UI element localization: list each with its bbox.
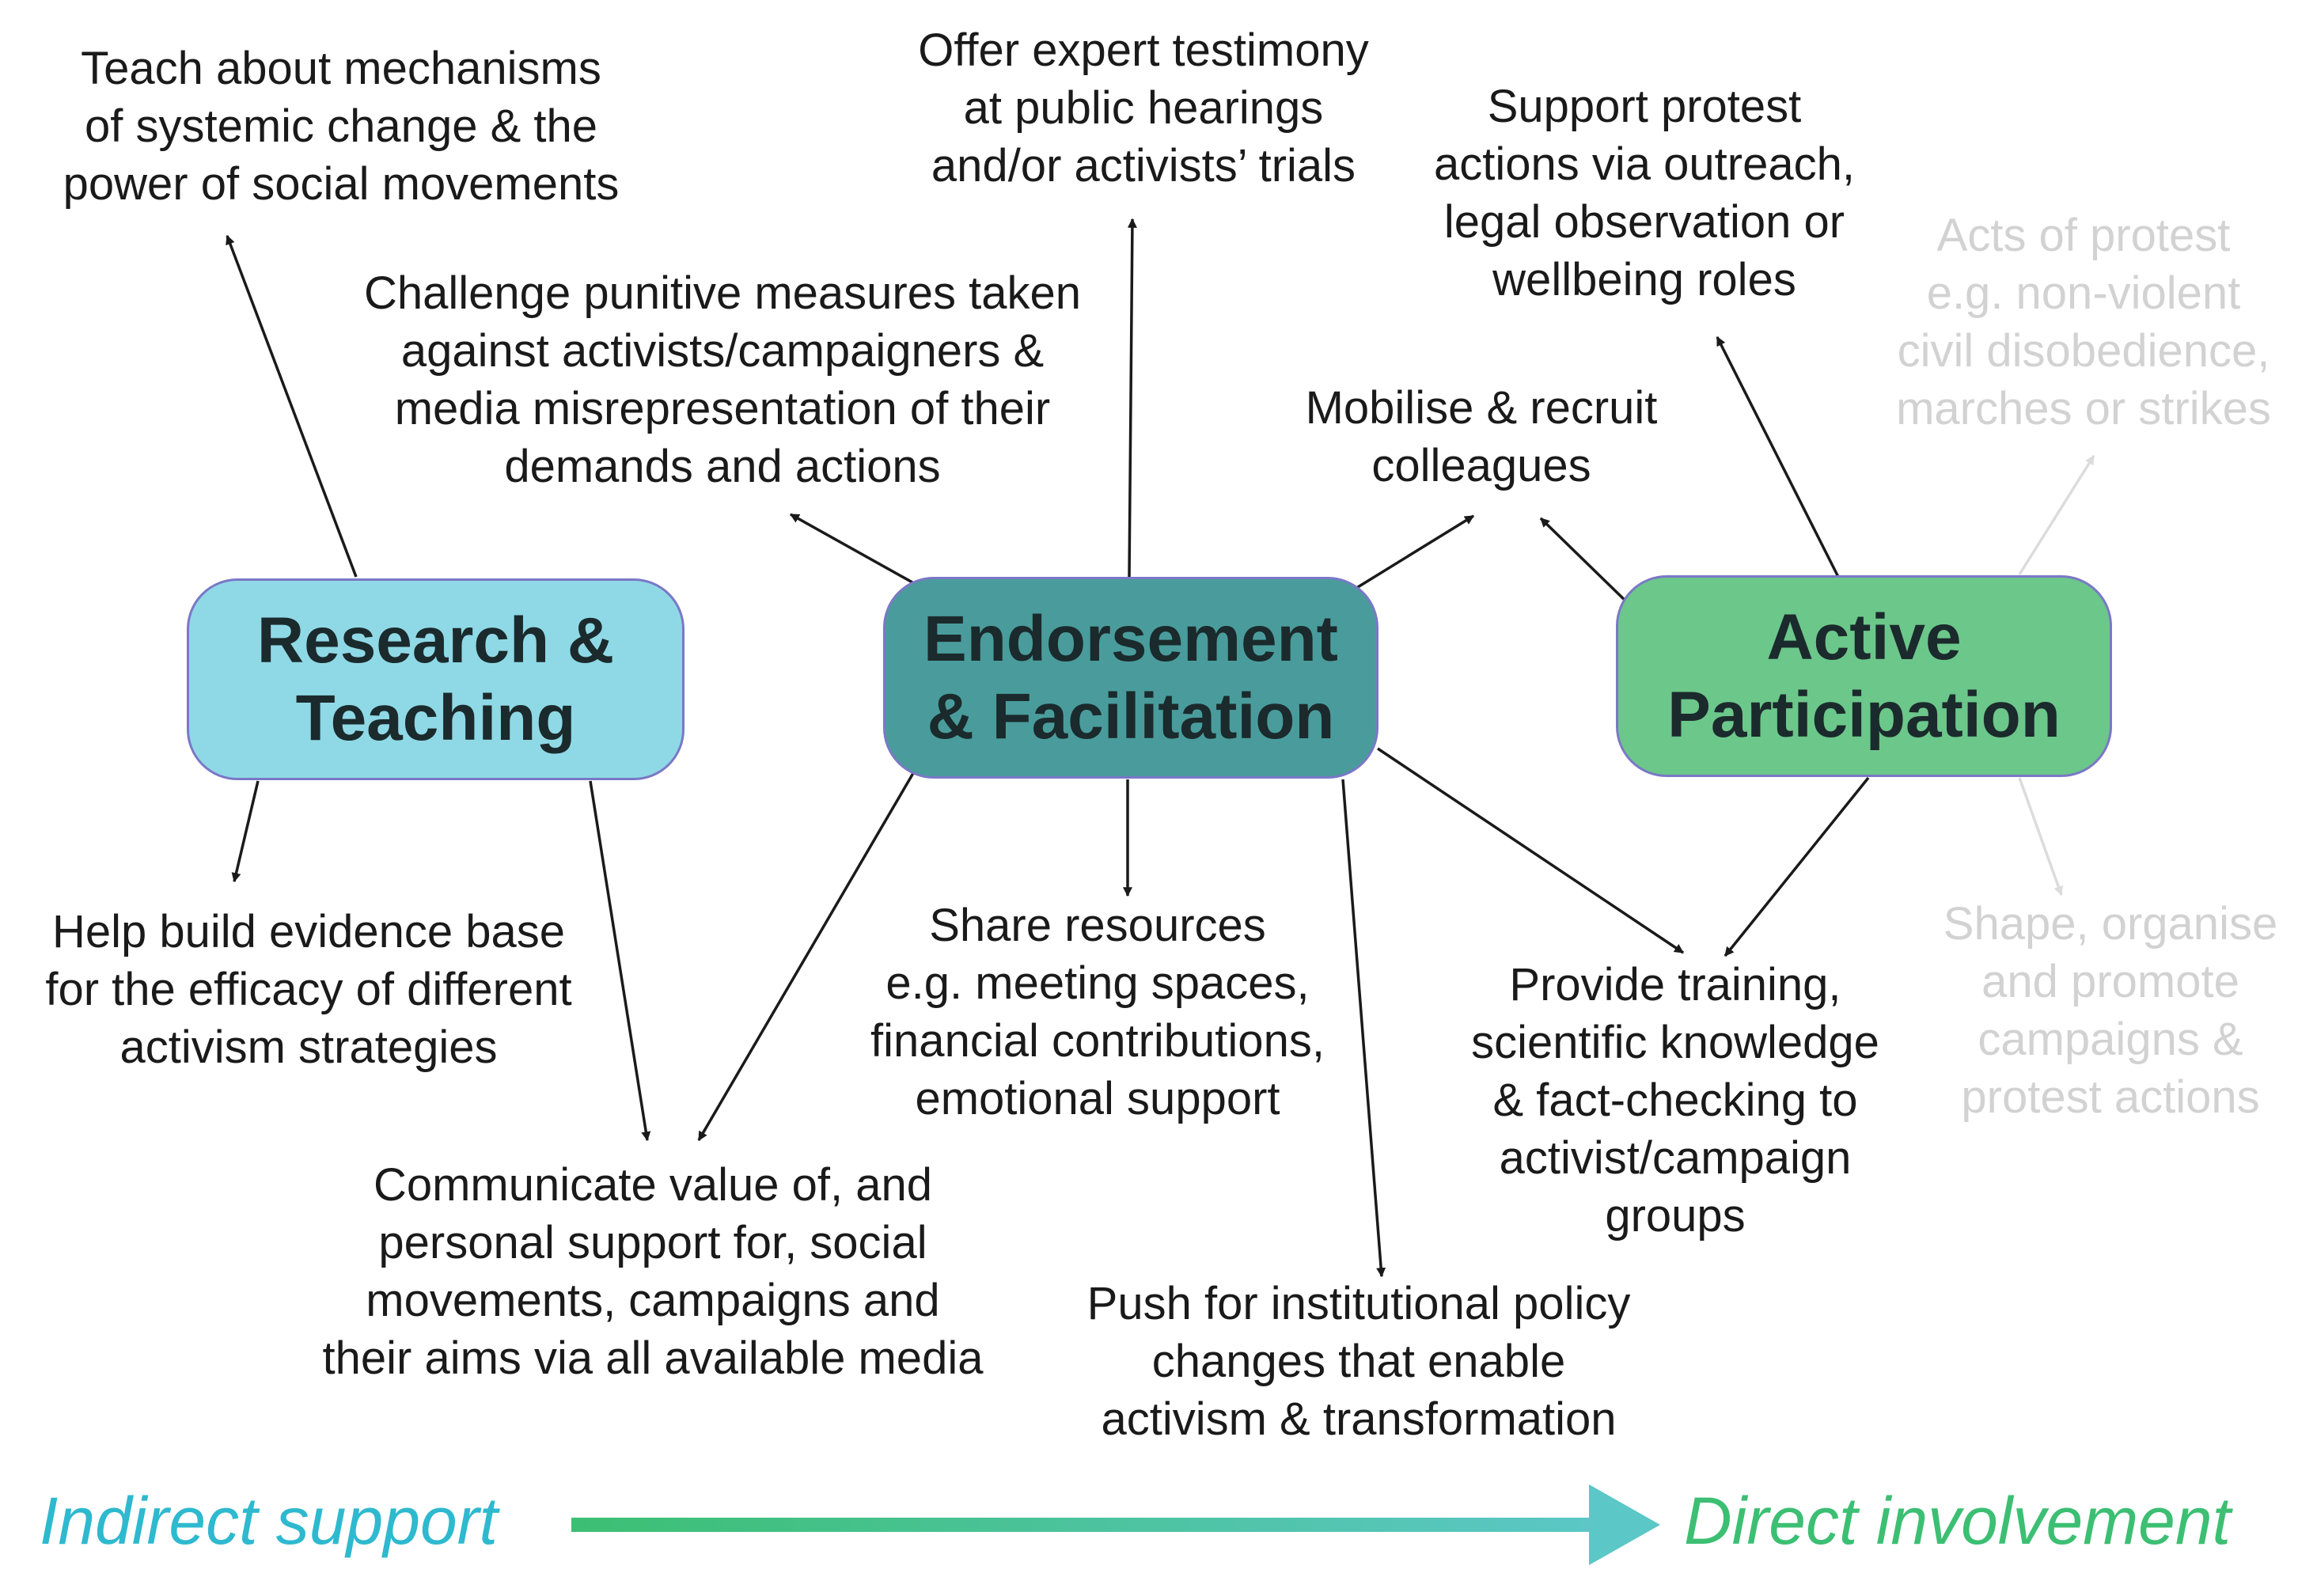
label-challenge-line-2: against activists/campaigners & (400, 325, 1045, 377)
arrow-endorsement-to-push (1341, 779, 1386, 1278)
scale-arrow (571, 1484, 1660, 1565)
arrow-active-to-training (1724, 776, 1870, 957)
label-teach-line-2: of systemic change & the (85, 100, 597, 152)
label-acts-of-protest-line-1: Acts of protest (1936, 210, 2231, 261)
arrow-endorsement-to-testimony (1127, 218, 1137, 578)
label-evidence-line-3: activism strategies (119, 1022, 498, 1073)
label-acts-of-protest-line-3: civil disobedience, (1897, 325, 2270, 377)
arrow-endorsement-to-communicate (697, 768, 917, 1142)
label-shape-line-2: and promote (1981, 956, 2239, 1007)
label-shape: Shape, organise and promote campaigns & … (1943, 895, 2277, 1126)
arrow-endorsement-to-training (1377, 747, 1684, 954)
arrow-research-to-evidence (231, 780, 260, 883)
label-mobilise: Mobilise & recruit colleagues (1306, 379, 1658, 495)
label-shape-line-1: Shape, organise (1943, 898, 2278, 950)
endorsement-facilitation-line-2: & Facilitation (927, 680, 1335, 753)
label-share-line-4: emotional support (915, 1073, 1280, 1124)
label-communicate-line-1: Communicate value of, and (373, 1159, 933, 1211)
label-teach: Teach about mechanisms of systemic chang… (63, 40, 620, 213)
arrow-active-to-mobilise (1539, 517, 1632, 607)
research-teaching-line-2: Teaching (295, 681, 576, 754)
research-teaching-node: Research & Teaching (187, 578, 684, 780)
label-support-protest: Support protest actions via outreach, le… (1434, 78, 1855, 309)
label-training-line-4: activist/campaign (1499, 1132, 1852, 1184)
label-training-line-2: scientific knowledge (1471, 1017, 1879, 1068)
label-push-line-2: changes that enable (1151, 1336, 1566, 1387)
label-share-line-2: e.g. meeting spaces, (885, 957, 1310, 1009)
label-acts-of-protest-line-2: e.g. non-violent (1926, 267, 2241, 319)
label-testimony: Offer expert testimony at public hearing… (918, 21, 1369, 195)
label-teach-line-3: power of social movements (63, 158, 620, 210)
label-communicate-line-3: movements, campaigns and (366, 1275, 940, 1326)
label-shape-line-4: protest actions (1961, 1071, 2260, 1123)
label-share: Share resources e.g. meeting spaces, fin… (870, 897, 1325, 1128)
label-acts-of-protest-line-4: marches or strikes (1896, 383, 2271, 434)
active-participation-line-2: Participation (1667, 678, 2061, 751)
label-challenge-line-3: media misrepresentation of their (394, 383, 1051, 434)
scale-label-direct: Direct involvement (1684, 1484, 2231, 1558)
scale-label-indirect: Indirect support (40, 1484, 498, 1558)
arrow-active-to-support-protest (1716, 336, 1840, 578)
endorsement-facilitation-line-1: Endorsement (923, 602, 1338, 675)
arrow-endorsement-to-mobilise (1353, 514, 1475, 591)
label-communicate-line-4: their aims via all available media (322, 1333, 984, 1384)
label-support-protest-line-2: actions via outreach, (1434, 138, 1855, 190)
label-training: Provide training, scientific knowledge &… (1471, 956, 1879, 1245)
arrow-endorsement-to-challenge (789, 513, 913, 584)
arrow-research-to-communicate (589, 780, 651, 1142)
label-testimony-line-2: at public hearings (963, 82, 1324, 134)
label-challenge: Challenge punitive measures taken agains… (364, 264, 1081, 495)
active-participation-line-1: Active (1766, 601, 1962, 673)
arrow-active-to-shape (2018, 777, 2064, 897)
label-communicate: Communicate value of, and personal suppo… (323, 1156, 984, 1387)
label-evidence-line-2: for the efficacy of different (45, 964, 572, 1015)
label-shape-line-3: campaigns & (1978, 1014, 2243, 1065)
label-teach-line-1: Teach about mechanisms (81, 43, 601, 94)
label-push: Push for institutional policy changes th… (1087, 1275, 1631, 1448)
label-push-line-1: Push for institutional policy (1086, 1278, 1631, 1329)
label-training-line-1: Provide training, (1509, 959, 1841, 1010)
label-testimony-line-3: and/or activists’ trials (931, 140, 1356, 191)
label-testimony-line-1: Offer expert testimony (918, 25, 1369, 76)
scale-arrow-shaft (571, 1518, 1600, 1532)
label-share-line-1: Share resources (929, 900, 1266, 951)
label-support-protest-line-3: legal observation or (1443, 196, 1845, 248)
active-participation-node: Active Participation (1616, 575, 2112, 777)
label-challenge-line-4: demands and actions (504, 441, 941, 492)
arrow-research-to-teach (226, 234, 358, 578)
label-evidence: Help build evidence base for the efficac… (45, 903, 571, 1076)
label-push-line-3: activism & transformation (1101, 1393, 1617, 1445)
label-support-protest-line-1: Support protest (1487, 81, 1802, 132)
scale-arrow-head (1589, 1484, 1660, 1565)
faded-arrows (2018, 454, 2095, 897)
label-challenge-line-1: Challenge punitive measures taken (364, 267, 1081, 319)
label-acts-of-protest: Acts of protest e.g. non-violent civil d… (1896, 207, 2271, 438)
label-mobilise-line-2: colleagues (1371, 440, 1591, 491)
research-teaching-line-1: Research & (256, 604, 615, 677)
label-share-line-3: financial contributions, (870, 1015, 1325, 1067)
label-training-line-3: & fact-checking to (1492, 1075, 1858, 1126)
label-support-protest-line-4: wellbeing roles (1492, 254, 1796, 305)
label-communicate-line-2: personal support for, social (378, 1217, 927, 1268)
label-training-line-5: groups (1605, 1190, 1746, 1242)
label-evidence-line-1: Help build evidence base (51, 906, 566, 957)
endorsement-facilitation-node: Endorsement & Facilitation (883, 577, 1378, 779)
label-mobilise-line-1: Mobilise & recruit (1305, 382, 1658, 434)
connector-arrows (226, 218, 1870, 1278)
arrow-active-to-acts-of-protest (2018, 454, 2095, 575)
